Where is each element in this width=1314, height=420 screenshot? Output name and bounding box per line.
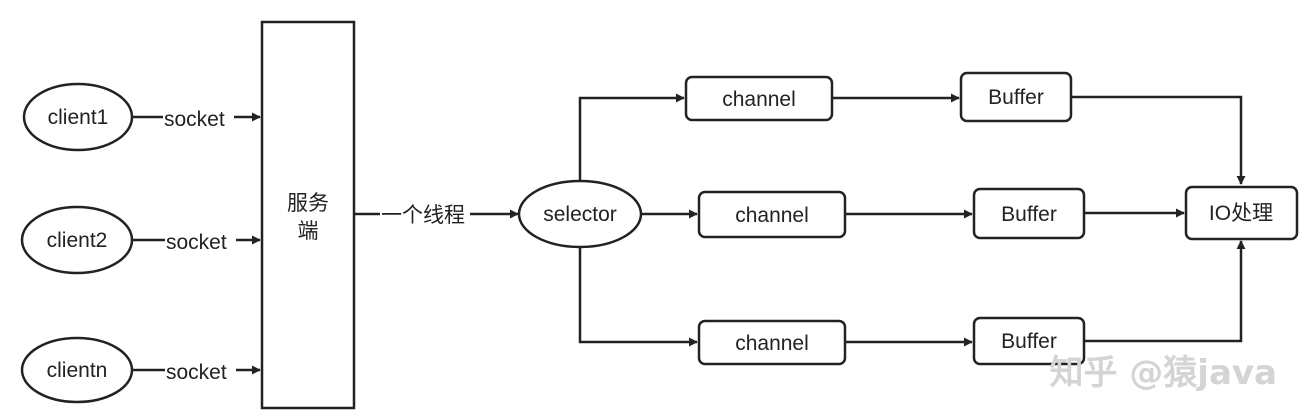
channel-label-2: channel — [735, 204, 809, 227]
buffer-label-1: Buffer — [988, 86, 1044, 109]
channel-label-3: channel — [735, 332, 809, 355]
client-label-n: clientn — [47, 359, 108, 382]
thread-label: 一个线程 — [381, 204, 465, 227]
branch-to-channel-1 — [578, 93, 685, 181]
buffer3-to-io-arrow — [1084, 240, 1246, 343]
socket-label-2: socket — [166, 231, 227, 254]
buffer-node-2: Buffer — [972, 187, 1086, 240]
branch-to-channel-3 — [578, 247, 698, 347]
thread-connector: 一个线程 — [354, 204, 519, 227]
socket-connector-1: socket — [132, 108, 261, 131]
selector-branches — [578, 93, 698, 347]
client-label-1: client1 — [48, 106, 109, 129]
channel-label-1: channel — [722, 88, 796, 111]
channel-node-1: channel — [684, 75, 834, 122]
socket-connector-n: socket — [132, 361, 261, 384]
selector-node: selector — [517, 179, 643, 249]
client-label-2: client2 — [47, 229, 108, 252]
selector-label: selector — [543, 203, 617, 226]
watermark-text: 知乎 @猿java — [1049, 353, 1277, 393]
channel-node-2: channel — [697, 190, 847, 239]
buffer-label-3: Buffer — [1001, 330, 1057, 353]
socket-label-n: socket — [166, 361, 227, 384]
server-label-line1: 服务 — [287, 192, 329, 215]
channel-node-3: channel — [697, 319, 847, 366]
server-block: 服务 端 — [260, 20, 356, 410]
client-node-n: clientn — [20, 336, 134, 404]
buffer-node-3: Buffer — [972, 316, 1086, 366]
socket-connector-2: socket — [132, 231, 261, 254]
buffer1-to-io-arrow — [1071, 95, 1246, 185]
io-node: IO处理 — [1184, 185, 1299, 241]
client-node-1: client1 — [22, 82, 134, 152]
buffer-node-1: Buffer — [959, 71, 1073, 123]
client-node-2: client2 — [20, 205, 134, 275]
io-label: IO处理 — [1209, 202, 1273, 225]
socket-label-1: socket — [164, 108, 225, 131]
buffer-label-2: Buffer — [1001, 203, 1057, 226]
server-label-line2: 端 — [298, 220, 319, 243]
